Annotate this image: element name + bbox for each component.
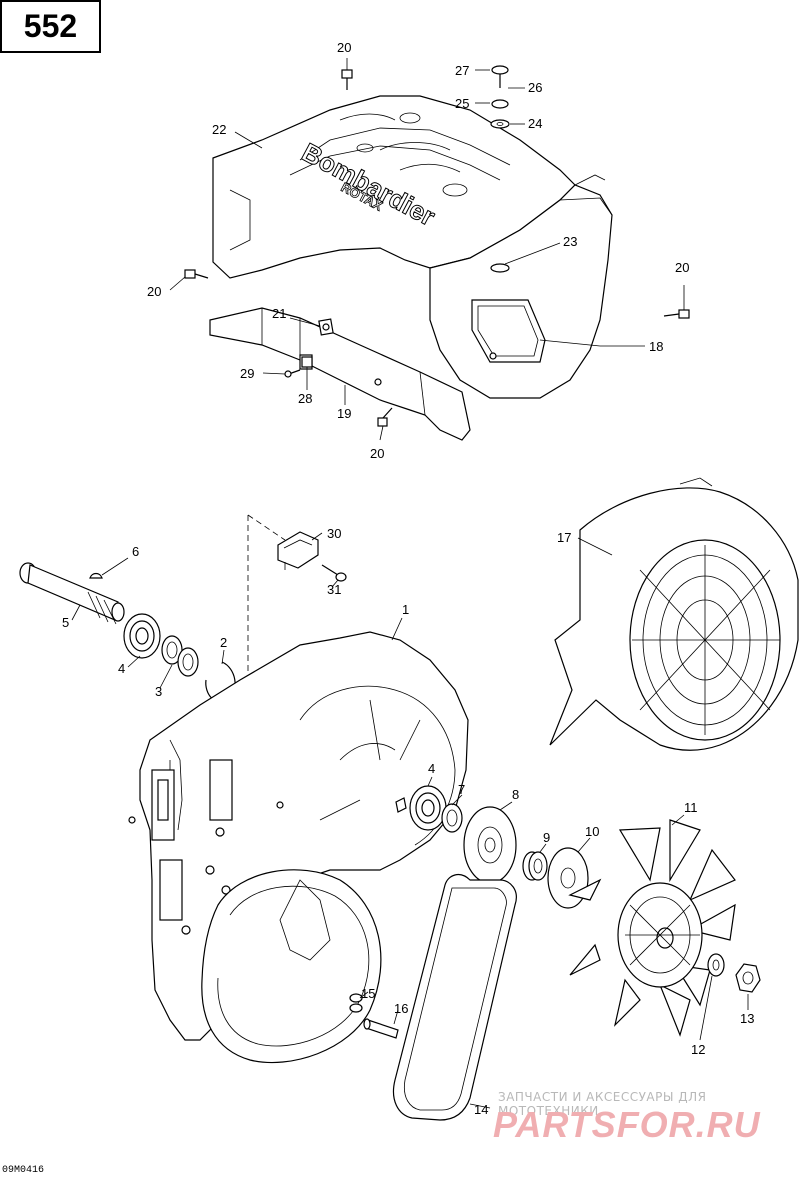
callout-3: 3 — [155, 684, 162, 699]
callout-13: 13 — [740, 1011, 754, 1026]
washer-part-12 — [707, 953, 725, 977]
fan-part-11 — [568, 819, 736, 1037]
callout-24: 24 — [528, 116, 542, 131]
callout-20-left: 20 — [147, 284, 161, 299]
callout-8: 8 — [512, 787, 519, 802]
key-part-6 — [89, 572, 103, 579]
fan-shroud-part-17 — [549, 477, 799, 751]
callout-12: 12 — [691, 1042, 705, 1057]
callout-17: 17 — [557, 530, 571, 545]
callout-5: 5 — [62, 615, 69, 630]
spacer-part-7 — [441, 803, 463, 833]
callout-30: 30 — [327, 526, 341, 541]
callout-22: 22 — [212, 122, 226, 137]
callout-4-right: 4 — [428, 761, 435, 776]
spacer-part-9 — [522, 851, 548, 881]
belt-ring-housing — [201, 869, 382, 1064]
callout-19: 19 — [337, 406, 351, 421]
callout-labels: 20 27 26 25 24 22 23 20 20 21 18 29 28 1… — [62, 40, 754, 1117]
callout-18: 18 — [649, 339, 663, 354]
callout-15: 15 — [361, 986, 375, 1001]
callout-20-top: 20 — [337, 40, 351, 55]
callout-31: 31 — [327, 582, 341, 597]
callout-6: 6 — [132, 544, 139, 559]
callout-10: 10 — [585, 824, 599, 839]
callout-2: 2 — [220, 635, 227, 650]
callout-14: 14 — [474, 1102, 488, 1117]
screw-part-31 — [321, 564, 347, 582]
callout-11: 11 — [684, 800, 698, 815]
belt-part-14 — [392, 873, 517, 1121]
page-number-box: 552 — [0, 0, 101, 53]
footer-code: 09M0416 — [2, 1165, 45, 1176]
callout-16: 16 — [394, 1001, 408, 1016]
clip-part-30 — [277, 531, 319, 570]
guard-part-18 — [429, 174, 613, 399]
bearing-part-4-right — [395, 785, 447, 831]
callout-1: 1 — [402, 602, 409, 617]
washer-part-3 — [161, 635, 199, 677]
pin-part-5 — [19, 562, 125, 625]
watermark-text: ЗАПЧАСТИ И АКСЕССУАРЫ ДЛЯ МОТОТЕХНИКИ — [498, 1090, 707, 1118]
top-leader-lines — [169, 58, 685, 441]
callout-29: 29 — [240, 366, 254, 381]
callout-20-bottom: 20 — [370, 446, 384, 461]
callout-9: 9 — [543, 830, 550, 845]
callout-4-left: 4 — [118, 661, 125, 676]
callout-23: 23 — [563, 234, 577, 249]
callout-27: 27 — [455, 63, 469, 78]
bearing-part-4-left — [123, 613, 161, 659]
pulley-part-10 — [547, 847, 589, 909]
washer-part-15 — [349, 993, 363, 1013]
callout-26: 26 — [528, 80, 542, 95]
bottom-leader-lines — [71, 532, 749, 1109]
callout-28: 28 — [298, 391, 312, 406]
nut-part-13 — [735, 963, 761, 993]
pulley-part-8 — [463, 806, 517, 884]
watermark-logo: PARTSFOR.RU — [493, 1104, 761, 1145]
callout-21: 21 — [272, 306, 286, 321]
callout-20-right: 20 — [675, 260, 689, 275]
top-fasteners — [184, 65, 690, 427]
callout-25: 25 — [455, 96, 469, 111]
callout-7: 7 — [458, 782, 465, 797]
bolt-part-16 — [363, 1018, 399, 1039]
